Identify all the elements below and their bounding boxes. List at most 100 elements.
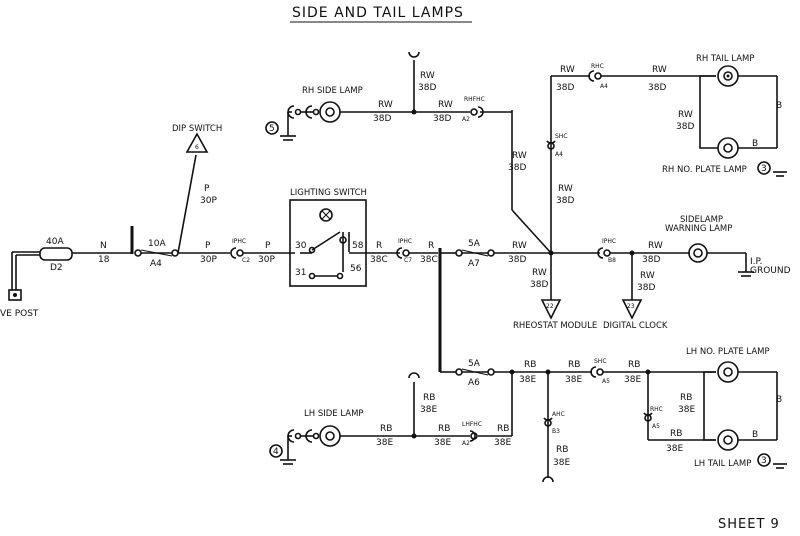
warning-lamp-label1: SIDELAMP — [680, 215, 723, 225]
iphc-c2-id: C2 — [242, 257, 250, 264]
connector-rhc-a5: RHC A5 — [643, 406, 663, 430]
connector-ahc-b3: AHC B3 — [543, 411, 565, 435]
wire-rw-mid-gauge: 38D — [508, 255, 526, 265]
wire-r-a-gauge: 38C — [370, 255, 388, 265]
iphc-b8-id: B8 — [608, 257, 616, 264]
lighting-switch-label: LIGHTING SWITCH — [290, 188, 367, 198]
wire-p-b-color: P — [265, 241, 271, 251]
clock-ref: 23 — [627, 303, 635, 310]
ip-ground-label2: GROUND — [750, 266, 791, 276]
wire-n-gauge: 18 — [98, 255, 110, 265]
ahc-b3-id: B3 — [552, 428, 560, 435]
switch-t58: 58 — [352, 241, 364, 251]
wire-rw-vert-color: RW — [558, 184, 573, 194]
connector-iphc-c7: IPHC C7 — [396, 238, 412, 264]
lh-side-lamp-ref: 4 — [273, 447, 279, 457]
rhfhc-id: A2 — [462, 116, 470, 123]
lhfhc-name: LHFHC — [462, 421, 482, 428]
wire-r-b-gauge: 38C — [420, 255, 438, 265]
wire-rw-warn-color: RW — [648, 241, 663, 251]
lh-plate-lamp: LH NO. PLATE LAMP — [686, 347, 770, 383]
wire-rb-b-gauge: 38E — [565, 375, 582, 385]
wire-rb-up-color: RB — [423, 393, 435, 403]
switch-t30: 30 — [295, 241, 307, 251]
rheostat-module: 22 RHEOSTAT MODULE — [513, 299, 597, 331]
lh-plate-lamp-label: LH NO. PLATE LAMP — [686, 347, 770, 357]
rheostat-ref: 22 — [546, 303, 554, 310]
rh-plate-lamp-ref: 3 — [761, 164, 767, 174]
fuse-10a-id: A4 — [150, 259, 162, 269]
diagram-title: SIDE AND TAIL LAMPS — [292, 5, 464, 21]
rhfhc-name: RHFHC — [464, 96, 485, 103]
main-fuse-rating: 40A — [46, 237, 64, 247]
lh-tail-lamp-label: LH TAIL LAMP — [694, 459, 751, 469]
wire-p-b-gauge: 30P — [258, 255, 275, 265]
main-fuse: 40A D2 — [39, 237, 132, 273]
wire-rw-up-color: RW — [420, 71, 435, 81]
wire-rb-lhs-gauge: 38E — [376, 438, 393, 448]
wire-b-rh2-color: B — [752, 139, 758, 149]
fuse-5a-a7: 5A A7 — [455, 239, 495, 269]
shc-a5-id: A5 — [602, 378, 610, 385]
wire-rw-up-gauge: 38D — [418, 83, 436, 93]
fuse-5a-a6: 5A A6 — [455, 359, 495, 388]
wire-rb-down-color: RB — [556, 445, 568, 455]
rhc-a4-id: A4 — [600, 83, 608, 90]
battery-post: VE POST — [0, 251, 40, 319]
connector-shc-a4: SHC A4 — [546, 133, 568, 158]
rh-tail-lamp-label: RH TAIL LAMP — [696, 54, 755, 64]
wire-rb-a-color: RB — [524, 360, 536, 370]
digital-clock: 23 DIGITAL CLOCK — [603, 299, 668, 331]
wire-b-rh-color: B — [776, 101, 782, 111]
wire-r-a-color: R — [376, 241, 382, 251]
wire-rb-a-gauge: 38E — [519, 375, 536, 385]
ip-ground-label1: I.P. — [750, 257, 762, 267]
wire-rw-rhs-gauge: 38D — [373, 114, 391, 124]
wire-rw-diag-gauge: 38D — [508, 163, 526, 173]
wire-rb-lhs2-color: RB — [438, 424, 450, 434]
connector-lhfhc: LHFHC A2 — [462, 421, 482, 447]
iphc-b8-name: IPHC — [602, 238, 616, 245]
wire-p-up-gauge: 30P — [200, 196, 217, 206]
iphc-c7-id: C7 — [404, 257, 412, 264]
wire-rb-tail-gauge: 38E — [678, 405, 695, 415]
wire-rw-diag-color: RW — [512, 151, 527, 161]
wire-rb-lhs-color: RB — [380, 424, 392, 434]
shc-a5-name: SHC — [594, 358, 607, 365]
shc-a4-id: A4 — [555, 151, 563, 158]
wire-p-a-color: P — [205, 241, 211, 251]
rh-side-lamp-ref: 5 — [269, 124, 275, 134]
connector-iphc-b8: IPHC B8 — [597, 238, 616, 264]
wire-n-color: N — [100, 241, 107, 251]
lighting-switch: LIGHTING SWITCH 30 31 58 56 — [289, 188, 367, 287]
wire-rw-top2-color: RW — [652, 65, 667, 75]
fuse-a6-rating: 5A — [468, 359, 481, 369]
wire-rb-b-color: RB — [568, 360, 580, 370]
rh-side-lamp-label: RH SIDE LAMP — [302, 86, 363, 96]
wire-rw-clock-color: RW — [640, 271, 655, 281]
lh-side-lamp-label: LH SIDE LAMP — [304, 409, 364, 419]
main-fuse-id: D2 — [50, 263, 63, 273]
connector-iphc-c2: IPHC C2 — [230, 238, 250, 264]
sheet-label: SHEET 9 — [718, 517, 780, 532]
lh-tail-lamp-ref: 3 — [761, 456, 767, 466]
wire-rb-c-gauge: 38E — [624, 375, 641, 385]
wire-p-up-color: P — [204, 184, 210, 194]
rh-plate-lamp-label: RH NO. PLATE LAMP — [662, 165, 747, 175]
rhc-a5-name: RHC — [650, 406, 663, 413]
ahc-b3-name: AHC — [552, 411, 565, 418]
wire-rw-rhs2-gauge: 38D — [433, 114, 451, 124]
battery-post-label: VE POST — [0, 309, 39, 319]
wire-rb-tail-color: RB — [680, 393, 692, 403]
wire-rw-vert-gauge: 38D — [556, 196, 574, 206]
wire-rb-down-gauge: 38E — [553, 458, 570, 468]
clock-label: DIGITAL CLOCK — [603, 321, 668, 331]
wire-rb-lhs2-gauge: 38E — [434, 438, 451, 448]
fuse-a7-rating: 5A — [468, 239, 481, 249]
iphc-c2-name: IPHC — [232, 238, 246, 245]
wire-r-b-color: R — [428, 241, 434, 251]
wire-rw-rhs2-color: RW — [438, 100, 453, 110]
wire-rb-lhs3-color: RB — [497, 424, 509, 434]
warning-lamp-label2: WARNING LAMP — [665, 224, 732, 234]
wire-rw-rhs-color: RW — [378, 100, 393, 110]
